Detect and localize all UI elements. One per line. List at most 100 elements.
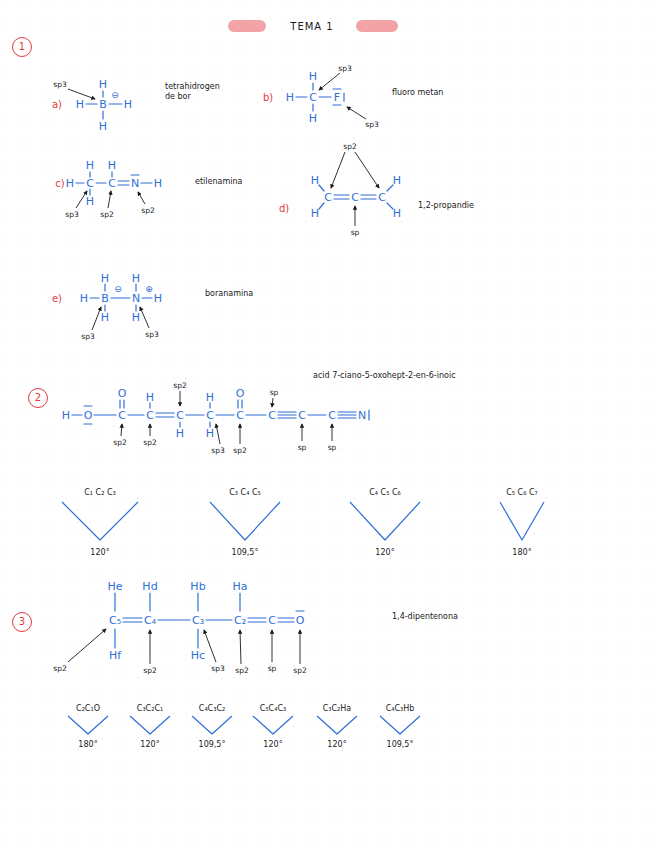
angle-label: 120°: [140, 740, 159, 749]
atom-symbol: H: [309, 112, 317, 125]
atom-symbol: H: [311, 174, 319, 187]
hybridization-label: sp: [268, 664, 277, 673]
atom-symbol: H: [99, 78, 107, 91]
atom-symbol: C: [236, 409, 244, 422]
compound-name: fluoro metan: [392, 88, 443, 97]
charge-sign: ⊖: [111, 90, 119, 100]
atom-symbol: H: [154, 177, 162, 190]
angle-label: 120°: [327, 740, 346, 749]
angle-vees: [62, 502, 544, 734]
atom-symbol: H: [76, 98, 84, 111]
title-pill: [228, 20, 266, 32]
hybridization-label: sp: [270, 388, 279, 397]
atom-symbol: H: [146, 391, 154, 404]
angle-label: C₃C₂C₁: [137, 704, 163, 713]
section-number: 3: [19, 617, 25, 627]
atom-symbol: C: [268, 409, 276, 422]
item-letter: a): [52, 99, 62, 110]
atom-symbol: H: [393, 207, 401, 220]
page-title: TEMA 1: [290, 21, 333, 32]
hybridization-label: sp3: [65, 210, 78, 219]
hybridization-label: sp2: [143, 438, 156, 447]
angle-label: C₃C₂Ha: [323, 704, 352, 713]
atom-symbol: H: [176, 427, 184, 440]
angle-label: C₅C₄C₃: [260, 704, 286, 713]
atom-symbol: H: [132, 272, 140, 285]
hybridization-label: sp2: [173, 381, 186, 390]
atom-symbol: Ha: [232, 580, 247, 593]
angle-label: 120°: [375, 548, 394, 557]
atom-symbol: C₂: [234, 614, 246, 627]
hybridization-label: sp3: [53, 80, 66, 89]
atom-symbol: H: [101, 311, 109, 324]
atom-symbol: C₅: [109, 614, 121, 627]
atom-symbol: Hc: [191, 649, 205, 662]
angle-label: C₄ C₅ C₆: [369, 488, 400, 497]
atom-symbol: H: [66, 177, 74, 190]
atom-symbol: H: [62, 409, 70, 422]
atom-symbol: Hb: [190, 580, 205, 593]
atom-symbol: C: [309, 91, 317, 104]
hybridization-label: sp2: [113, 438, 126, 447]
angle-label: 180°: [78, 740, 97, 749]
atom-symbol: C: [324, 191, 332, 204]
atom-symbol: H: [132, 311, 140, 324]
atom-symbol: C: [108, 177, 116, 190]
atom-symbol: He: [107, 580, 122, 593]
atom-symbol: C: [176, 409, 184, 422]
compound-name: 1,2-propandie: [418, 201, 474, 210]
angle-label: C₂C₁O: [76, 704, 100, 713]
atom-symbol: H: [154, 292, 162, 305]
atom-symbol: F: [334, 91, 340, 104]
compound-name: boranamina: [205, 289, 253, 298]
atom-symbol: C: [206, 409, 214, 422]
atom-symbol: C₄: [144, 614, 156, 627]
angle-label: C₃ C₄ C₅: [229, 488, 260, 497]
atom-symbol: C: [86, 177, 94, 190]
hybridization-label: sp3: [81, 332, 94, 341]
section-number-circle: 3: [12, 612, 32, 632]
item-letter: c): [55, 178, 64, 189]
hybridization-label: sp2: [100, 210, 113, 219]
angle-label: C₅ C₆ C₇: [506, 488, 537, 497]
atom-symbol: H: [206, 427, 214, 440]
hybridization-label: sp2: [141, 206, 154, 215]
atom-symbol: C: [146, 409, 154, 422]
angle-label: C₁ C₂ C₃: [84, 488, 115, 497]
atom-symbol: H: [86, 159, 94, 172]
atom-symbol: C: [378, 191, 386, 204]
atom-symbol: H: [80, 292, 88, 305]
hybridization-arrows: [68, 73, 379, 664]
hybridization-label: sp3: [145, 330, 158, 339]
charge-sign: ⊖: [114, 284, 122, 294]
atom-symbol: N: [358, 409, 366, 422]
hybridization-label: sp3: [211, 664, 224, 673]
bond-lines: [72, 83, 393, 648]
atom-symbol: C: [268, 614, 276, 627]
atom-symbol: H: [393, 174, 401, 187]
item-letter: e): [52, 293, 62, 304]
atom-symbol: H: [101, 272, 109, 285]
atom-symbol: C: [328, 409, 336, 422]
item-letter: b): [263, 92, 273, 103]
atom-symbol: O: [84, 409, 93, 422]
hybridization-label: sp3: [211, 446, 224, 455]
angle-label: 109,5°: [387, 740, 414, 749]
atom-symbol: H: [206, 391, 214, 404]
atom-symbol: H: [86, 195, 94, 208]
hybridization-label: sp: [298, 443, 307, 452]
compound-name: etilenamina: [195, 177, 242, 186]
atom-symbol: H: [108, 159, 116, 172]
atom-symbol: H: [124, 98, 132, 111]
atom-symbol: C₃: [192, 614, 204, 627]
atom-symbol: N: [131, 177, 139, 190]
charge-sign: ⊕: [145, 284, 153, 294]
angle-label: C₄C₃C₂: [199, 704, 225, 713]
hybridization-label: sp2: [343, 142, 356, 151]
section-number-circle: 1: [12, 37, 32, 57]
atom-symbol: Hf: [109, 649, 121, 662]
